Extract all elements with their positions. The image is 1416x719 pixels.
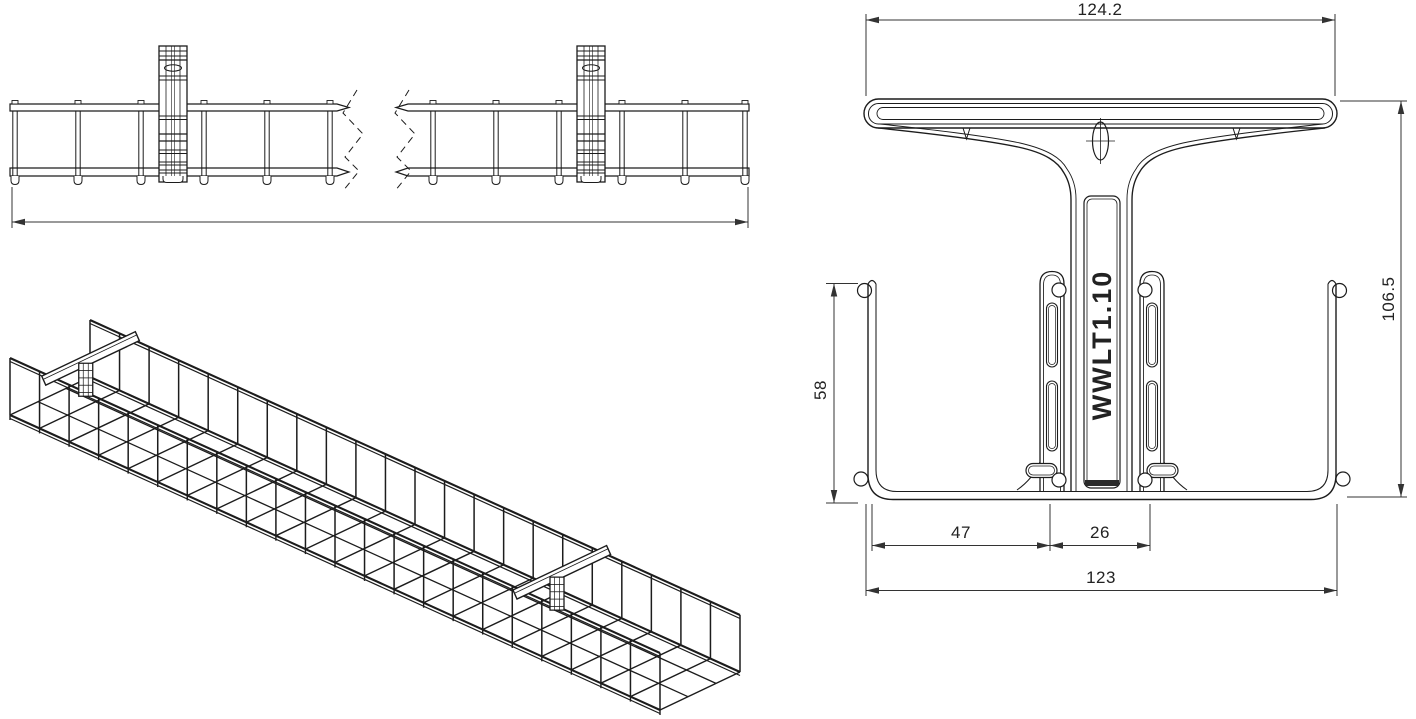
dim-left-bay-width-label: 47 [951, 523, 971, 542]
wire-mesh-tray-3d-view [9, 319, 741, 715]
wire-end-bottom-left [853, 471, 869, 487]
left-hook-plate [1016, 270, 1067, 491]
dim-top-width: 124.2 [865, 0, 1336, 96]
part-number-label: WWLT1.10 [1087, 270, 1117, 421]
dim-top-width-label: 124.2 [1077, 0, 1122, 19]
tray-cross-section [853, 279, 1351, 501]
dim-bottom-width-label: 123 [1086, 568, 1116, 587]
dim-center-gap-label: 26 [1090, 523, 1110, 542]
wire-end-top-right [1331, 282, 1348, 299]
dim-overall-height: 106.5 [1340, 100, 1407, 498]
right-hook-plate [1137, 270, 1188, 491]
wall-bracket-2-side [576, 45, 606, 184]
wire-end-bottom-right [1335, 471, 1351, 487]
wall-bracket-1-side [158, 45, 188, 184]
mounting-oval-hole [1086, 118, 1115, 164]
dim-overall-height-label: 106.5 [1379, 276, 1398, 321]
side-rails [9, 103, 750, 177]
dim-wall-height: 58 [811, 283, 858, 504]
break-lines [342, 89, 416, 192]
dim-bottom-width: 123 [865, 504, 1338, 596]
wire-end-top-left [856, 282, 873, 299]
bracket-stem [877, 123, 1326, 492]
side-elevation-view [9, 45, 750, 228]
dim-left-bay-width: 47 [871, 504, 1051, 551]
dim-wall-height-label: 58 [811, 380, 830, 400]
dim-center-gap: 26 [1050, 504, 1151, 551]
overall-length-dimension [11, 187, 749, 228]
front-view: WWLT1.10 [811, 0, 1407, 596]
